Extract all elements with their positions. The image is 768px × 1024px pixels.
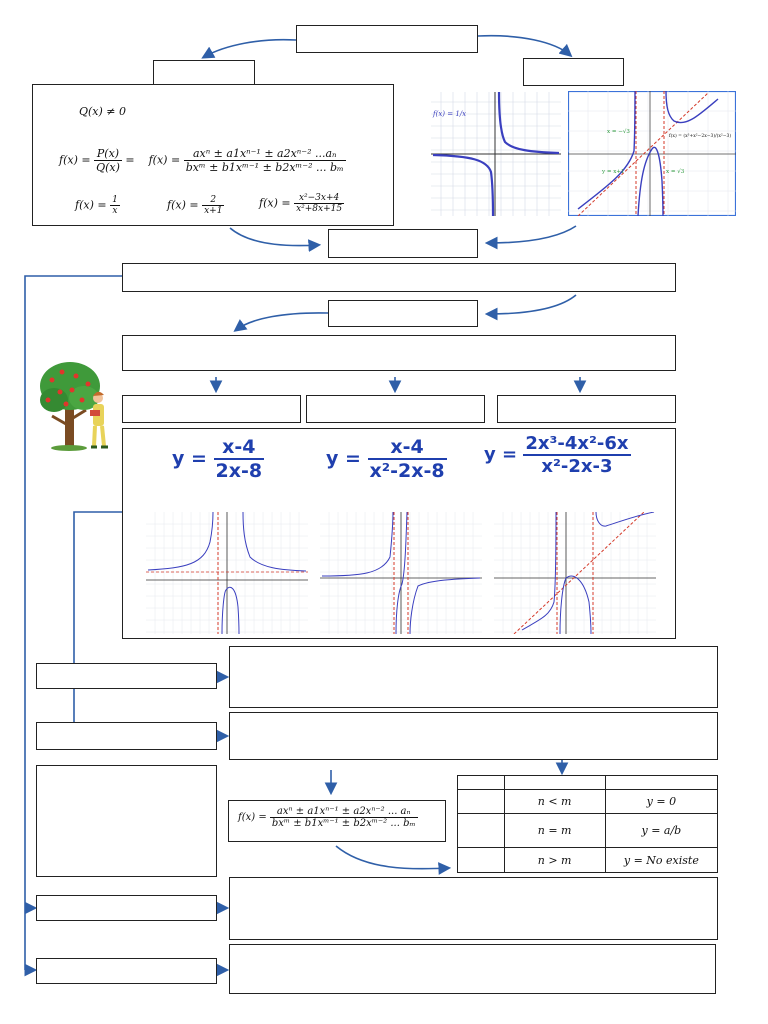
graph2-function: f(x) = (x³+x²−2x−3)/(x²−3) [669,132,731,139]
label-box-1 [36,663,217,689]
example-2-den: x+1 [204,206,223,216]
poly-numerator: axⁿ ± a1xⁿ⁻¹ ± a2xⁿ⁻² ...aₙ [183,147,346,161]
equals-sign: = [125,153,135,167]
hand-2-den: x²-2x-8 [369,460,445,482]
arrow-def-right [484,294,577,321]
example-graph-1 [146,512,308,634]
wide-box-2 [122,335,676,371]
example-1-den: x [112,206,118,216]
graph-reciprocal: f(x) = 1/x [431,92,561,216]
content-box-5 [229,944,716,994]
formula-den: bxᵐ ± b1xᵐ⁻¹ ± b2xᵐ⁻² ... bₘ [271,818,416,829]
hand-1-num: x-4 [213,436,265,460]
label-box-5 [36,958,217,984]
row-label-cell [457,789,505,814]
example-3-num: x²−3x+4 [294,193,345,204]
label-box-2 [36,722,217,750]
result-cell: y = 0 [604,789,719,814]
label-box-4 [36,895,217,921]
graph2-label-3: y = x+1 [601,169,624,175]
row-label-cell [457,813,505,848]
arrow-def-left [233,312,329,332]
wide-box-1 [122,263,676,292]
right-header-box [523,58,624,86]
header-cell-3 [604,775,719,790]
result-cell: y = a/b [604,813,719,848]
graph-oblique: x = −√3 x = √3 y = x+1 f(x) = (x³+x²−2x−… [568,91,736,216]
hand-3-y: y = [484,444,518,465]
left-bracket-line [24,275,122,970]
table-row: n < m y = 0 [457,789,719,814]
sub-box-1 [122,395,301,423]
arrow-mid-right [484,225,577,250]
header-cell-1 [457,775,505,790]
q-denominator: Q(x) [96,161,120,174]
pq-fraction: P(x) Q(x) [94,147,122,174]
definition-box: Q(x) ≠ 0 f(x) = P(x) Q(x) = f(x) = axⁿ ±… [32,84,394,226]
example-1-num: 1 [110,195,120,206]
example-2-lhs: f(x) = [167,198,199,212]
table-header-row [457,775,719,790]
formula-num: axⁿ ± a1xⁿ⁻¹ ± a2xⁿ⁻² ... aₙ [269,806,418,818]
fx-label-2: f(x) = [148,153,181,167]
condition-cell: n = m [503,813,606,848]
example-3-den: x²+8x+15 [296,204,343,214]
example-1-lhs: f(x) = [75,198,107,212]
content-box-2 [229,712,718,760]
formula-lhs: f(x) = [238,812,267,823]
content-box-4 [229,877,718,940]
table-row: n > m y = No existe [457,847,719,873]
table-row: n = m y = a/b [457,813,719,848]
hand-2-y: y = [326,447,361,470]
inner-bracket-line [73,511,122,722]
example-graph-2 [320,512,482,634]
degree-comparison-table: n < m y = 0 n = m y = a/b n > m y = No e… [457,775,719,873]
condition-cell: n > m [503,847,606,873]
graph1-label: f(x) = 1/x [432,110,466,118]
arrow-mid-left [229,227,322,252]
graph2-label-2: x = √3 [666,168,685,175]
content-box-1 [229,646,718,708]
general-form: f(x) = P(x) Q(x) = f(x) = axⁿ ± a1xⁿ⁻¹ ±… [59,147,346,174]
nonzero-condition: Q(x) ≠ 0 [79,105,127,118]
header-cell-2 [503,775,606,790]
row-label-cell [457,847,505,873]
fx-label: f(x) = [59,153,91,167]
condition-cell: n < m [503,789,606,814]
title-box [296,25,478,53]
p-numerator: P(x) [94,147,122,161]
hand-2-num: x-4 [367,436,447,460]
sub-box-2 [306,395,485,423]
hand-3-den: x²-2x-3 [541,456,613,477]
arrow-top-left [201,38,297,59]
formula-box [228,800,446,842]
hand-1-y: y = [172,447,207,470]
sub-box-3 [497,395,676,423]
graph2-label-1: x = −√3 [607,128,630,135]
arrow-to-table [335,845,452,875]
hand-3-num: 2x³-4x²-6x [523,433,631,456]
example-2-num: 2 [202,195,225,206]
example-3-lhs: f(x) = [259,196,291,210]
poly-denominator: bxᵐ ± b1xᵐ⁻¹ ± b2xᵐ⁻² ... bₘ [185,161,344,174]
examples-panel [122,428,676,639]
center-box-1 [328,229,478,258]
center-box-2 [328,300,478,327]
arrow-top-right [477,34,573,58]
label-box-3 [36,765,217,877]
apple-tree-picker-illustration [40,362,108,451]
result-cell: y = No existe [604,847,719,873]
hand-1-den: 2x-8 [215,460,263,482]
example-graph-3 [494,512,656,634]
polynomial-fraction: axⁿ ± a1xⁿ⁻¹ ± a2xⁿ⁻² ...aₙ bxᵐ ± b1xᵐ⁻¹… [183,147,346,174]
